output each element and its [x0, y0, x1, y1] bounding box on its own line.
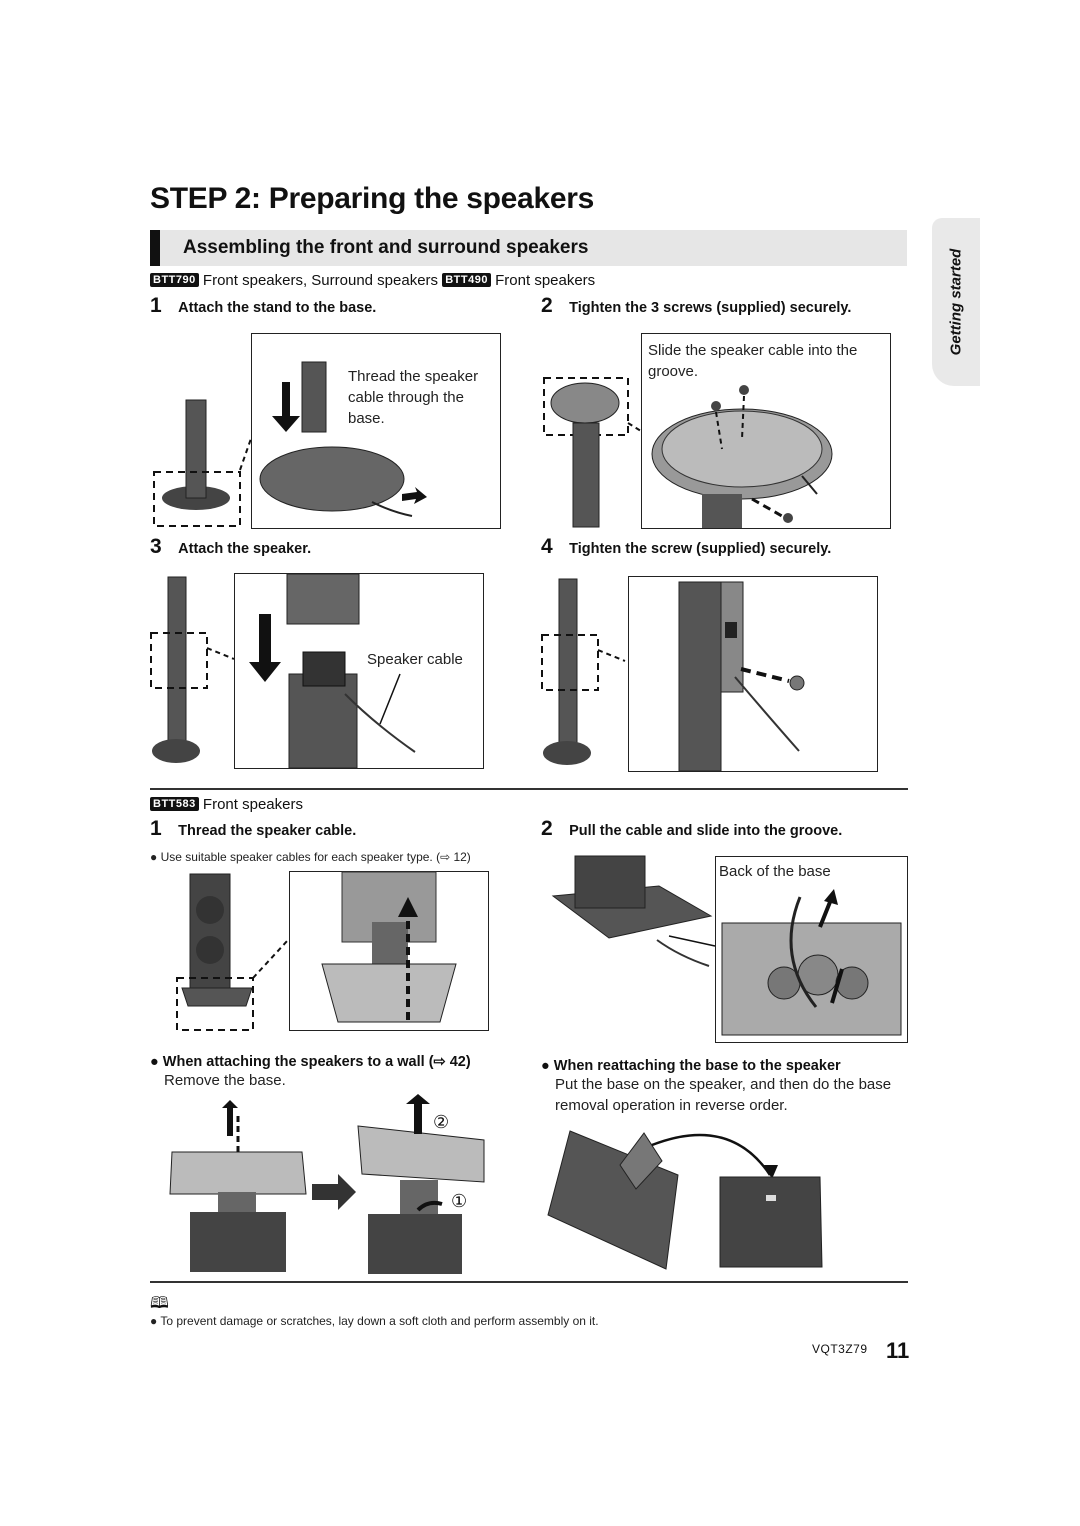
btt583-step-1-heading: 1 Thread the speaker cable. [150, 817, 356, 841]
wall-heading-text: When attaching the speakers to a wall (⇨… [162, 1054, 471, 1070]
slide-callout: Slide the speaker cable into the groove. [648, 342, 858, 380]
btt790-text: Front speakers, Surround speakers [202, 272, 439, 289]
step-3-illustration [150, 576, 235, 763]
stand-base-drawing [259, 361, 427, 517]
speaker-cable-callout: Speaker cable [367, 651, 463, 668]
step-1-detail-box: Thread the speaker cable through the bas… [251, 333, 501, 529]
step-text: Attach the stand to the base. [178, 300, 377, 316]
page-title: STEP 2: Preparing the speakers [150, 182, 594, 215]
base-removal-illustration [169, 1094, 485, 1274]
footnote: ● To prevent damage or scratches, lay do… [150, 1314, 599, 1328]
step-4-illustration [541, 578, 626, 765]
wall-section: ● When attaching the speakers to a wall … [150, 1054, 520, 1091]
thread-callout: Thread the speaker cable through the bas… [348, 368, 479, 427]
badge-btt583: BTT583 [150, 797, 199, 811]
step-number: 2 [541, 817, 553, 840]
step-2-detail-box: Slide the speaker cable into the groove. [641, 333, 891, 529]
model-line-top: BTT790 Front speakers, Surround speakers… [150, 272, 595, 289]
step-4-detail-box [628, 576, 878, 772]
model-line-btt583: BTT583 Front speakers [150, 796, 303, 813]
back-of-base-box: Back of the base [715, 856, 908, 1043]
badge-btt490: BTT490 [442, 273, 491, 287]
step-2-illustration [543, 377, 642, 528]
wall-text: Remove the base. [164, 1072, 286, 1089]
base-screws-drawing [651, 385, 833, 528]
step-marker-one: ① [451, 1191, 468, 1211]
bullet-icon: ● [150, 1054, 159, 1070]
bullet-icon: ● [150, 1314, 158, 1328]
btt583-text: Front speakers [202, 796, 303, 813]
step-number: 4 [541, 535, 553, 558]
footnote-divider [150, 1281, 908, 1283]
step-text: Attach the speaker. [178, 541, 312, 557]
bullet-icon: ● [150, 850, 158, 864]
step-number: 1 [150, 817, 162, 840]
screw-tighten-drawing [678, 581, 805, 772]
step-marker-two: ② [433, 1112, 450, 1132]
step-3-detail-box: Speaker cable [234, 573, 484, 769]
step-text: Thread the speaker cable. [178, 823, 357, 839]
page-number: 11 [886, 1338, 910, 1363]
step-text: Pull the cable and slide into the groove… [569, 823, 843, 839]
reattach-section: ● When reattaching the base to the speak… [541, 1058, 911, 1116]
step-number: 2 [541, 294, 553, 317]
bullet-icon: ● [541, 1058, 550, 1074]
base-thread-drawing [321, 871, 457, 1023]
base-reattach-illustration [547, 1130, 823, 1270]
step-number: 1 [150, 294, 162, 317]
side-tab-label: Getting started [947, 248, 965, 356]
step-text: Tighten the screw (supplied) securely. [569, 541, 832, 557]
reattach-heading: ● When reattaching the base to the speak… [541, 1058, 911, 1074]
step-text: Tighten the 3 screws (supplied) securely… [569, 300, 852, 316]
cable-note-text: Use suitable speaker cables for each spe… [160, 850, 471, 864]
wall-heading: ● When attaching the speakers to a wall … [150, 1054, 520, 1070]
section-divider [150, 788, 908, 790]
btt490-text: Front speakers [495, 272, 596, 289]
back-of-base-callout: Back of the base [719, 863, 831, 880]
side-tab: Getting started [932, 218, 980, 386]
reattach-heading-text: When reattaching the base to the speaker [553, 1058, 841, 1074]
step-3-heading: 3 Attach the speaker. [150, 535, 311, 559]
badge-btt790: BTT790 [150, 273, 199, 287]
btt583-step-1-illustration [176, 873, 289, 1031]
speaker-attach-drawing [249, 573, 416, 769]
cable-note: ● Use suitable speaker cables for each s… [150, 850, 471, 864]
step-1-illustration [153, 399, 255, 527]
step-1-heading: 1 Attach the stand to the base. [150, 294, 376, 318]
section-title: Assembling the front and surround speake… [183, 237, 589, 258]
btt583-step-2-illustration [551, 855, 716, 967]
btt583-step-1-box [289, 871, 489, 1031]
step-4-heading: 4 Tighten the screw (supplied) securely. [541, 535, 831, 559]
section-header: Assembling the front and surround speake… [150, 230, 907, 266]
doc-code: VQT3Z79 [812, 1342, 868, 1356]
section-marker [150, 230, 160, 266]
book-note-icon: 🕮 [150, 1295, 169, 1312]
footnote-text: To prevent damage or scratches, lay down… [160, 1314, 599, 1328]
step-2-heading: 2 Tighten the 3 screws (supplied) secure… [541, 294, 851, 318]
groove-drawing [721, 889, 902, 1036]
btt583-step-2-heading: 2 Pull the cable and slide into the groo… [541, 817, 842, 841]
step-number: 3 [150, 535, 162, 558]
reattach-text: Put the base on the speaker, and then do… [555, 1076, 892, 1114]
